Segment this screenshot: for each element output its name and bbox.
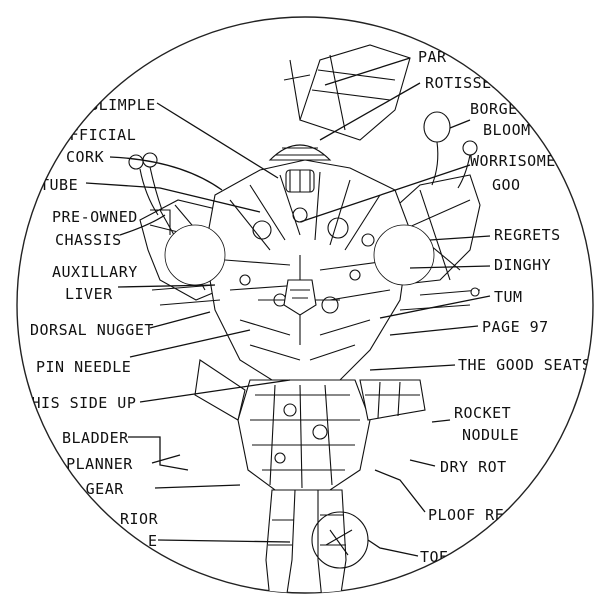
label-tube: TUBE <box>40 176 78 194</box>
label-pin-needle: PIN NEEDLE <box>36 358 131 376</box>
label-regrets: REGRETS <box>494 226 561 244</box>
label-good-seats: THE GOOD SEATS <box>458 356 591 374</box>
label-borgle: BORGE <box>470 100 518 118</box>
label-bloom: BLOOM <box>483 121 531 139</box>
label-this-side-up: THIS SIDE UP <box>22 394 136 412</box>
label-official: OFFICIAL <box>60 126 136 144</box>
leader-lines <box>85 57 491 557</box>
label-worrisome: WORRISOME <box>470 152 556 170</box>
label-bladder: BLADDER <box>62 429 129 447</box>
label-goo: GOO <box>492 176 521 194</box>
label-pre-owned: PRE-OWNED <box>52 208 138 226</box>
label-chassis: CHASSIS <box>55 231 122 249</box>
label-par: PAR <box>418 48 447 66</box>
creature-illustration <box>128 44 481 593</box>
label-prior-tail: E <box>148 532 158 550</box>
label-prior: RIOR <box>120 510 159 528</box>
label-rotisser: ROTISSER <box>425 74 502 92</box>
label-tum: TUM <box>494 288 523 306</box>
left-eye-hole <box>164 224 226 286</box>
label-blimple: N BLIMPLE <box>70 96 156 114</box>
label-landing-gear: DING GEAR <box>38 480 124 498</box>
label-nodule: NODULE <box>462 426 519 444</box>
labels: N BLIMPLE OFFICIAL CORK TUBE PRE-OWNED C… <box>22 48 591 566</box>
label-rocket: ROCKET <box>454 404 511 422</box>
right-eye-hole <box>373 224 435 286</box>
label-auxiliary: AUXILLARY <box>52 263 138 281</box>
label-page97: PAGE 97 <box>482 318 549 336</box>
label-liver: LIVER <box>65 285 113 303</box>
label-dorsal-nugget: DORSAL NUGGET <box>30 321 154 339</box>
label-dinghy: DINGHY <box>494 256 551 274</box>
label-toe: TOE <box>420 548 449 566</box>
label-cork: CORK <box>66 148 104 166</box>
label-party-planner: RTY PLANNER <box>28 455 133 473</box>
label-dry-rot: DRY ROT <box>440 458 507 476</box>
